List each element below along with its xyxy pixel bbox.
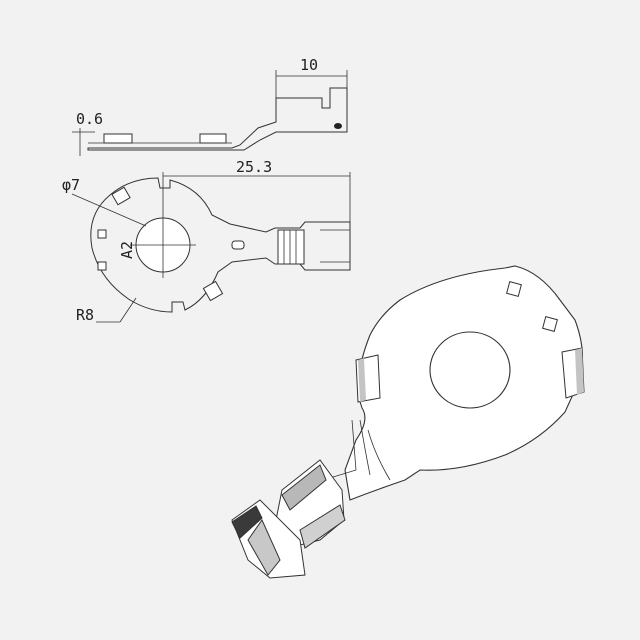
side-tab-right [199,133,227,144]
dim-0.6-label: 0.6 [76,110,103,128]
plan-crimp [277,229,305,265]
plan-slot [231,240,245,250]
phi7-leader [71,193,147,227]
crimp-barrel-2-dark [231,505,263,539]
crimp-barrel-1-shade [281,464,327,511]
side-view: 10 0.6 [72,56,348,156]
isometric-view [231,265,585,579]
plan-tab-lower [202,280,224,302]
neck-line-1 [329,419,357,479]
dim-r8-label: R8 [76,306,94,324]
body-hole [429,331,511,409]
plan-view: A2 25.3 φ7 R8 [62,158,351,324]
neck-line-3 [367,429,391,481]
dim-25.3-label: 25.3 [236,158,272,176]
crimp-connector [299,504,346,549]
tab-right-shade [575,348,584,395]
dim-phi7-label: φ7 [62,176,80,194]
body-square-2 [542,316,558,332]
tab-left-shade [358,358,366,402]
r8-leader [119,297,137,323]
side-tab-left [103,133,133,144]
dim-10-label: 10 [300,56,318,74]
body-square-1 [506,281,522,297]
side-profile [87,87,348,151]
plan-square-top [97,229,107,239]
plan-square-bottom [97,261,107,271]
plan-tab-upper [111,186,131,206]
side-dot [334,123,342,129]
neck-line-2 [359,419,371,476]
marking-a2: A2 [118,241,136,259]
crimp-barrel-2-shade [247,518,281,576]
